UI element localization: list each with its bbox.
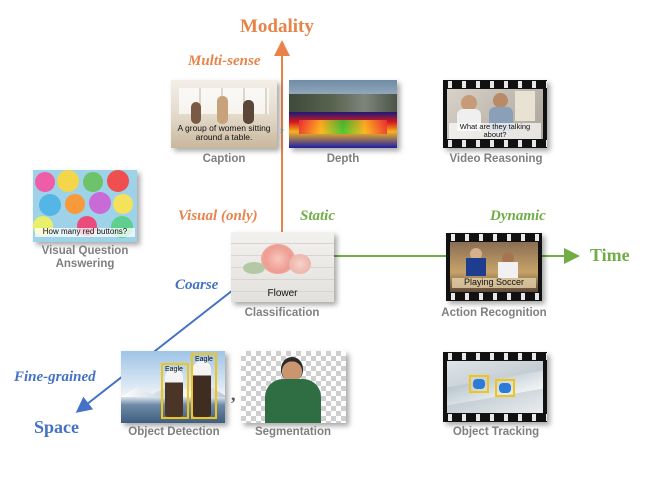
object-tracking-film (443, 352, 547, 422)
space-axis-label: Space (34, 417, 79, 437)
detection-box-1-label: Eagle (165, 366, 183, 373)
vqa-label-line2: Answering (55, 258, 115, 270)
object-tracking-label: Object Tracking (452, 426, 540, 438)
video-reasoning-film: What are they talking about? (443, 80, 547, 148)
depth-image (289, 80, 397, 148)
action-recognition-label: Action Recognition (441, 307, 547, 319)
dynamic-label: Dynamic (490, 208, 546, 224)
modality-axis-label: Modality (240, 16, 314, 37)
tracking-box-2 (495, 379, 515, 397)
action-recognition-film: Playing Soccer (446, 233, 542, 301)
visual-only-word: only (225, 208, 253, 224)
segmentation-image (241, 351, 346, 423)
space-axis (75, 289, 234, 413)
static-label: Static (300, 208, 336, 224)
separator-comma-top: , (280, 118, 284, 135)
object-detection-label: Object Detection (128, 426, 220, 438)
classification-overlay-text: Flower (267, 288, 298, 299)
vqa-label-line1: Visual Question (41, 245, 129, 257)
classification-label: Classification (244, 307, 320, 319)
visual-only-suffix: ) (252, 208, 258, 224)
detection-box-2-label: Eagle (195, 356, 213, 363)
separator-comma-bottom: , (231, 384, 236, 404)
object-detection-image: Eagle Eagle (121, 351, 225, 423)
visual-only-prefix: Visual ( (178, 208, 226, 224)
visual-only-label: Visual (only) (178, 208, 258, 225)
vqa-label: Visual Question Answering (25, 245, 145, 271)
video-reasoning-label: Video Reasoning (449, 153, 543, 165)
depth-label: Depth (326, 153, 360, 165)
vqa-overlay-text: How many red buttons? (35, 227, 135, 237)
caption-overlay-text: A group of women sitting around a table. (177, 123, 271, 143)
action-recognition-overlay-text: Playing Soccer (452, 277, 536, 288)
video-reasoning-overlay-text: What are they talking about? (449, 122, 541, 139)
coarse-label: Coarse (175, 277, 219, 293)
fine-grained-label: Fine-grained (14, 369, 96, 385)
time-axis-label: Time (590, 245, 630, 265)
vqa-image: How many red buttons? (33, 170, 137, 242)
multi-sense-label: Multi-sense (188, 53, 261, 69)
detection-box-2: Eagle (191, 353, 217, 419)
caption-label: Caption (202, 153, 246, 165)
classification-image: Flower (231, 232, 334, 302)
detection-box-1: Eagle (161, 363, 189, 419)
segmentation-label: Segmentation (254, 426, 332, 438)
tracking-box-1 (469, 375, 489, 393)
caption-image: A group of women sitting around a table. (171, 80, 277, 148)
